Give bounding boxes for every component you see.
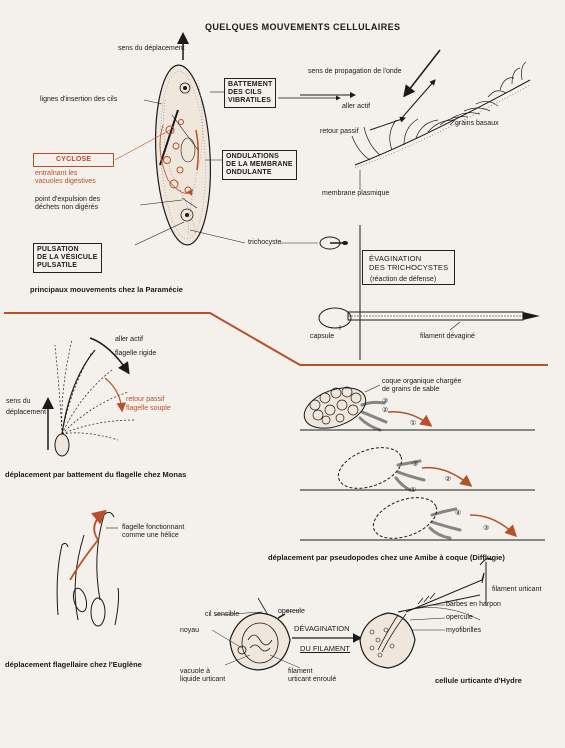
- label-noyau: noyau: [180, 627, 200, 634]
- label-cyclose-desc: entraînant les vacuoles digestives: [35, 170, 96, 185]
- label-point-expulsion: point d'expulsion des déchets non digéré…: [35, 196, 101, 211]
- amoeba-step-2a: ②: [382, 407, 389, 414]
- amoeba-step-4c: ④: [455, 510, 462, 517]
- label-coque: coque organique chargée de grains de sab…: [382, 378, 462, 393]
- section-divider: [4, 225, 548, 366]
- paramecium-drawing: [155, 32, 211, 246]
- caption-amibe: déplacement par pseudopodes chez une Ami…: [268, 553, 505, 562]
- label-flagelle-souple: flagelle souple: [126, 405, 171, 412]
- trichocyst-evaginated: [318, 307, 540, 331]
- cnidocyte-drawing: [211, 557, 493, 671]
- label-retour-passif: retour passif: [320, 128, 359, 135]
- box-cyclose: CYCLOSE: [33, 153, 115, 167]
- label-monas-retour-passif: retour passif: [126, 396, 165, 403]
- amoeba-step-2b: ②: [445, 476, 452, 483]
- label-monas-aller-actif: aller actif: [115, 336, 144, 343]
- paramecium-leaders: [114, 91, 318, 246]
- label-flagelle-rigide: flagelle rigide: [115, 350, 157, 357]
- box-pulsation: PULSATION DE LA VÉSICULE PULSATILE: [33, 243, 102, 273]
- label-opercule: opercule: [278, 608, 305, 615]
- box-evagination: ÉVAGINATION DES TRICHOCYSTES: [362, 250, 456, 285]
- cilia-wave: [278, 49, 531, 190]
- label-devagination-2: DU FILAMENT: [300, 644, 351, 653]
- label-filament-devagine: filament dévaginé: [420, 333, 475, 340]
- label-aller-actif: aller actif: [342, 103, 371, 110]
- label-monas-sens: sens du déplacement: [6, 398, 47, 416]
- box-cyclose-label: CYCLOSE: [56, 156, 92, 163]
- caption-euglene: déplacement flagellaire chez l'Euglène: [5, 660, 142, 669]
- label-myofibrilles: myofibrilles: [446, 627, 482, 634]
- page-title: QUELQUES MOUVEMENTS CELLULAIRES: [205, 22, 401, 32]
- box-evagination-label: ÉVAGINATION DES TRICHOCYSTES: [369, 254, 449, 272]
- amoeba-step-3a: ③: [382, 398, 389, 405]
- amoeba-step-3b: ③: [412, 461, 419, 468]
- label-flagelle-helice: flagelle fonctionnant comme une hélice: [122, 524, 185, 539]
- label-opercule-2: opercule: [446, 614, 473, 621]
- label-vacuole: vacuole à liquide urticant: [180, 668, 226, 683]
- caption-paramecie: principaux mouvements chez la Paramécie: [30, 285, 183, 294]
- label-lignes-cils: lignes d'insertion des cils: [40, 96, 118, 103]
- caption-hydre: cellule urticante d'Hydre: [435, 676, 522, 685]
- label-filament-urticant: filament urticant: [492, 586, 542, 593]
- label-membrane-plasmique: membrane plasmique: [322, 190, 390, 197]
- label-filament-enroule: filament urticant enroulé: [288, 668, 337, 683]
- label-sens-deplacement: sens du déplacement: [118, 45, 185, 52]
- amoeba-step-3c: ③: [483, 525, 490, 532]
- box-ondulations: ONDULATIONS DE LA MEMBRANE ONDULANTE: [222, 150, 297, 180]
- label-barbes-harpon: barbes en harpon: [446, 601, 501, 608]
- box-battement-cils: BATTEMENT DES CILS VIBRATILES: [224, 78, 277, 108]
- caption-monas: déplacement par battement du flagelle ch…: [5, 470, 187, 479]
- label-devagination-1: DÉVAGINATION: [294, 624, 350, 633]
- label-capsule: capsule: [310, 333, 335, 340]
- trichocyst-small: [319, 236, 348, 250]
- label-reaction-defense: (réaction de défense): [370, 276, 437, 283]
- label-grains-basaux: grains basaux: [455, 120, 499, 127]
- amoeba-step-1a: ①: [410, 420, 417, 427]
- monas-drawing: [42, 337, 136, 457]
- label-trichocyste: trichocyste: [248, 239, 282, 246]
- amoeba-drawing: [300, 384, 545, 541]
- label-cil-sensible: cil sensible: [205, 611, 240, 618]
- amoeba-step-1b: ①: [410, 487, 417, 494]
- label-sens-propagation: sens de propagation de l'onde: [308, 68, 402, 75]
- euglena-drawing: [56, 509, 120, 627]
